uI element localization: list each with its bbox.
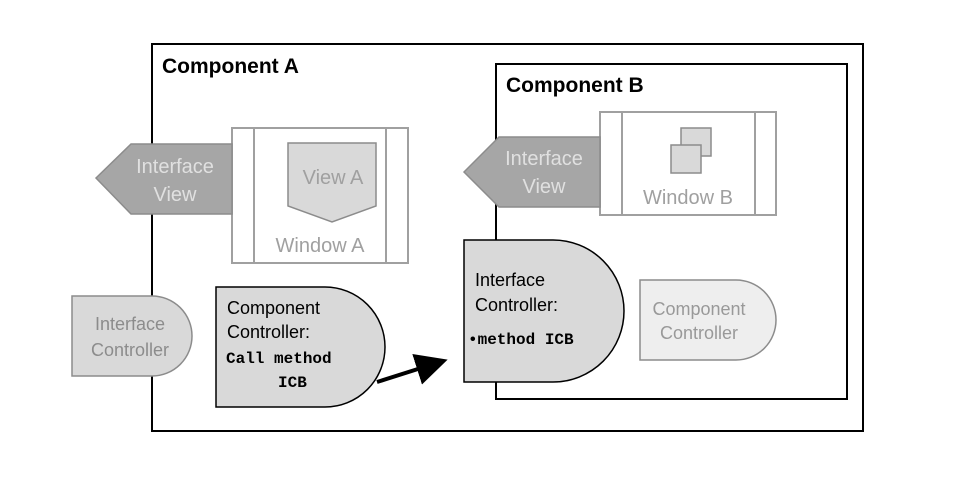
interface-controller-a: Interface Controller	[71, 295, 193, 377]
windows-icon	[670, 127, 712, 174]
component-b-title: Component B	[506, 74, 644, 97]
interface-view-b-line1: Interface	[505, 148, 583, 170]
view-a-label: View A	[303, 167, 364, 189]
interface-view-b: Interface View	[462, 136, 601, 208]
component-controller-a-line4: ICB	[278, 374, 307, 392]
component-controller-b-line1: Component	[652, 299, 745, 319]
interface-controller-a-line1: Interface	[95, 314, 165, 334]
component-controller-a-line1: Component	[227, 298, 320, 318]
component-controller-b-line2: Controller	[660, 323, 738, 343]
component-controller-a-line2: Controller:	[227, 322, 310, 342]
interface-view-a-line2: View	[154, 184, 198, 206]
interface-view-a-line1: Interface	[136, 156, 214, 178]
interface-controller-a-line2: Controller	[91, 340, 169, 360]
interface-controller-b-line1: Interface	[475, 270, 545, 290]
interface-controller-b-method: •method ICB	[468, 331, 574, 349]
component-controller-a-line3: Call method	[226, 350, 332, 368]
window-b-label: Window B	[643, 187, 733, 209]
component-controller-a: Component Controller: Call method ICB	[215, 286, 386, 408]
interface-view-a: Interface View	[94, 143, 233, 215]
interface-view-b-line2: View	[523, 176, 567, 198]
interface-controller-b: Interface Controller: •method ICB	[463, 239, 625, 383]
view-a-shape	[287, 142, 377, 223]
window-a: View A Window A	[231, 127, 409, 264]
window-a-label: Window A	[276, 235, 366, 257]
call-arrow	[376, 354, 448, 385]
component-controller-b: Component Controller	[639, 279, 777, 361]
component-a-title: Component A	[162, 55, 299, 78]
window-b: Window B	[599, 111, 777, 216]
interface-controller-b-line2: Controller:	[475, 295, 558, 315]
